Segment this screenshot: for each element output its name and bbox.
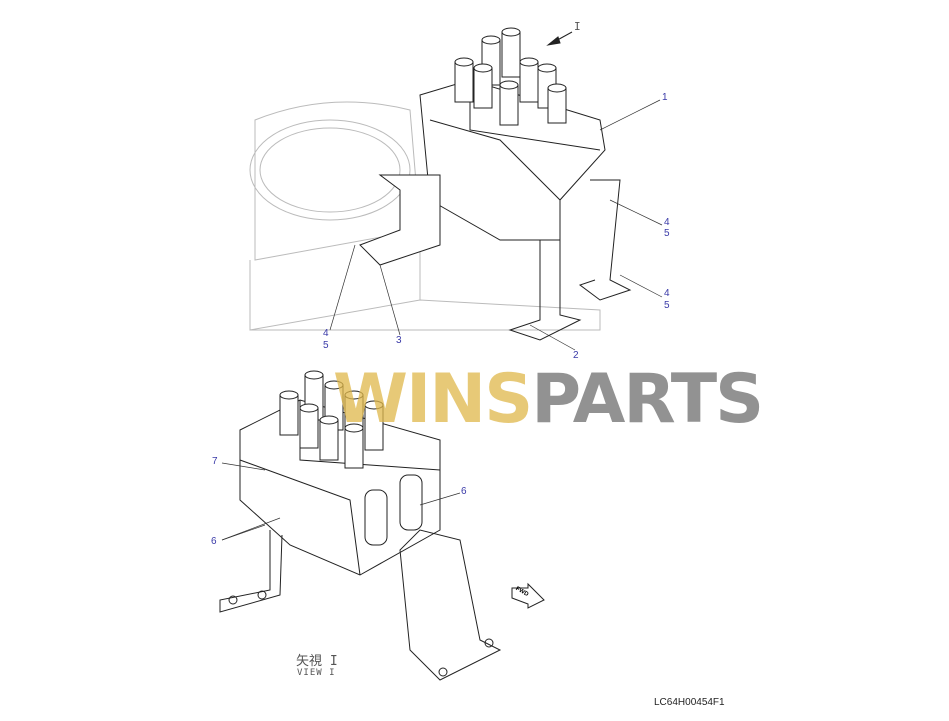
- callout-7: 7: [212, 456, 218, 467]
- callout-3: 3: [396, 335, 402, 346]
- upper-control-valve: [359, 27, 632, 341]
- swing-ring: [249, 101, 601, 331]
- view-arrow: [546, 31, 573, 46]
- callout-5: 5: [664, 228, 670, 239]
- drawing-code: LC64H00454F1: [654, 697, 725, 708]
- callout-4: 4: [664, 217, 670, 228]
- lower-control-valve: [219, 370, 502, 681]
- callout-4: 4: [323, 328, 329, 339]
- callout-6: 6: [461, 486, 467, 497]
- callout-6: 6: [211, 536, 217, 547]
- view-label-jp: 矢視 I: [296, 654, 338, 669]
- view-label-en: VIEW I: [297, 668, 336, 678]
- fwd-arrow-icon: [511, 582, 545, 609]
- view-arrow-label: I: [574, 20, 581, 33]
- callout-5: 5: [323, 340, 329, 351]
- callout-4: 4: [664, 288, 670, 299]
- watermark: WINSPARTS: [333, 360, 764, 439]
- callout-2: 2: [573, 350, 579, 361]
- callout-1: 1: [662, 92, 668, 103]
- callout-5: 5: [664, 300, 670, 311]
- leader-lines: [221, 99, 663, 541]
